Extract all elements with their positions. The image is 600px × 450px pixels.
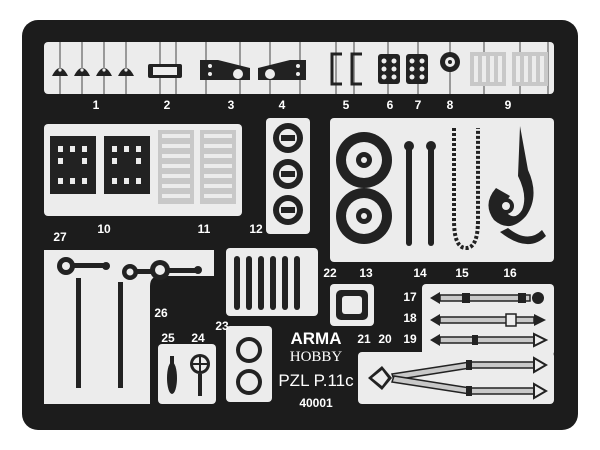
part-number-26: 26 — [154, 306, 168, 320]
part-number-12: 12 — [249, 222, 263, 236]
part-9-grilles — [470, 52, 548, 86]
part-number-8: 8 — [447, 98, 454, 112]
part-19-belt — [430, 332, 549, 348]
part-11-grilles — [158, 130, 236, 204]
part-number-27: 27 — [53, 230, 67, 244]
part-25-handle — [167, 356, 177, 394]
part-14-rods — [404, 141, 436, 246]
part-number-18: 18 — [403, 311, 417, 325]
part-2-bracket — [148, 64, 182, 78]
part-number-1: 1 — [93, 98, 100, 112]
part-number-14: 14 — [413, 266, 427, 280]
part-10-plates — [50, 136, 150, 194]
part-number-10: 10 — [97, 222, 111, 236]
part-number-4: 4 — [279, 98, 286, 112]
part-number-19: 19 — [403, 332, 417, 346]
part-6-grid — [378, 54, 400, 84]
part-number-6: 6 — [387, 98, 394, 112]
part-26-lever — [118, 260, 202, 388]
part-number-22: 22 — [323, 266, 337, 280]
part-22-frame — [336, 290, 368, 320]
brand-logo-arma: ARMA — [291, 329, 342, 348]
part-12-rings — [273, 123, 303, 225]
brand-block: ARMA HOBBY PZL P.11c 40001 — [278, 329, 354, 410]
part-8-washer — [440, 52, 460, 72]
part-number-3: 3 — [228, 98, 235, 112]
panel-24-25 — [158, 344, 216, 404]
part-24-wheel — [190, 354, 210, 396]
part-strap-set — [234, 256, 300, 310]
part-3-lever — [200, 60, 250, 80]
part-number-16: 16 — [503, 266, 517, 280]
model-name: PZL P.11c — [278, 371, 354, 390]
part-13-gears — [336, 132, 392, 244]
part-7-grid — [406, 54, 428, 84]
part-20-21-harness — [368, 356, 548, 400]
part-number-25: 25 — [161, 331, 175, 345]
panel-24-27 — [44, 250, 214, 404]
part-number-5: 5 — [343, 98, 350, 112]
part-number-13: 13 — [359, 266, 373, 280]
part-number-20: 20 — [378, 332, 392, 346]
part-number-labels: 1 2 3 4 5 6 7 8 9 10 11 12 13 14 15 16 1… — [53, 98, 517, 346]
part-16-clamp — [488, 126, 546, 245]
part-5-clips — [330, 52, 362, 86]
part-17-belt — [430, 292, 544, 304]
part-number-11: 11 — [198, 222, 211, 236]
part-number-17: 17 — [403, 290, 417, 304]
part-1-caps — [52, 68, 134, 76]
product-code: 40001 — [299, 396, 333, 410]
part-18-belt — [430, 313, 546, 327]
part-number-15: 15 — [455, 266, 469, 280]
part-15-chain — [452, 128, 480, 251]
part-number-7: 7 — [415, 98, 422, 112]
part-number-23: 23 — [215, 319, 229, 333]
part-number-24: 24 — [191, 331, 205, 345]
part-number-2: 2 — [164, 98, 171, 112]
part-number-9: 9 — [505, 98, 512, 112]
part-number-21: 21 — [357, 332, 371, 346]
part-4-lever — [258, 60, 306, 80]
part-23-rings — [236, 337, 262, 395]
part-27-lever — [57, 257, 110, 388]
brand-logo-hobby: HOBBY — [290, 349, 343, 365]
